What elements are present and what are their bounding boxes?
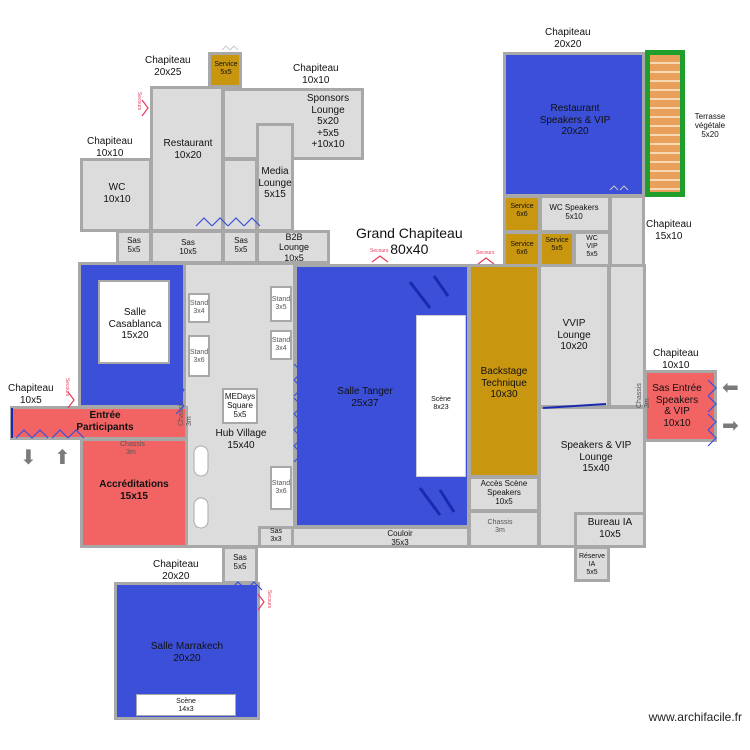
label-couloir: Couloir 35x3: [387, 529, 413, 548]
label-backstage: Backstage Technique 10x30: [480, 366, 528, 400]
label-sas-d: Sas 5x5: [233, 553, 247, 572]
label-wc-left: WC 10x10: [103, 182, 131, 205]
label-chapiteau-10x10-top: Chapiteau 10x10: [293, 63, 339, 86]
label-sas-c: Sas 5x5: [234, 236, 248, 255]
label-wc-speakers: WC Speakers 5x10: [549, 203, 599, 222]
door-icon: [141, 99, 149, 117]
terrasse-vegetale: [645, 50, 685, 197]
label-stand-3x5: Stand 3x5: [271, 296, 291, 312]
label-restaurant-speakers: Restaurant Speakers & VIP 20x20: [539, 103, 611, 137]
right-strip-room: [609, 195, 645, 267]
arrow-left-icon: ⬅: [722, 377, 739, 399]
scene-8x23: [416, 315, 466, 477]
label-medays-square: MEDays Square 5x5: [224, 392, 256, 420]
label-chapiteau-20x20-top: Chapiteau 20x20: [545, 27, 591, 50]
secours-label: Secours: [266, 589, 273, 609]
label-accreditations: Accréditations 15x15: [99, 479, 169, 502]
stand-3x6-a: [188, 335, 210, 377]
label-media-lounge: Media Lounge 5x15: [258, 166, 292, 200]
label-reserve-ia: Réserve IA 5x5: [578, 553, 606, 577]
restaurant-speakers-room: [503, 52, 645, 197]
right-col-room: [608, 264, 646, 408]
casablanca-inner: [98, 280, 170, 364]
label-sas-entree: Sas Entrée Speakers & VIP 10x10: [652, 383, 702, 429]
label-sas-b: Sas 10x5: [179, 238, 197, 257]
label-service-6x6-b: Service 6x6: [510, 241, 534, 257]
label-restaurant: Restaurant 10x20: [163, 138, 213, 161]
label-chassis: Chassis 3m: [120, 441, 145, 457]
label-scene-8x23: Scène 8x23: [431, 396, 451, 412]
stand-3x5: [270, 286, 292, 322]
label-wc-vip: WC VIP 5x5: [586, 235, 598, 259]
backstage-room: [468, 264, 540, 478]
secours-label: Secours: [476, 250, 495, 256]
label-chapiteau-10x5: Chapiteau 10x5: [8, 383, 54, 406]
sponsors-lower-room: [222, 158, 258, 232]
scene-14x3: [136, 694, 236, 716]
stand-3x6-b: [270, 466, 292, 510]
arrow-down-icon: ⬇: [20, 447, 37, 469]
label-stand-3x6-a: Stand 3x6: [189, 349, 209, 365]
medays-square: [222, 388, 258, 424]
label-salle-tanger: Salle Tanger 25x37: [337, 386, 393, 409]
label-b2b-lounge: B2B Lounge 10x5: [278, 232, 310, 263]
label-service-5x5: Service 5x5: [214, 61, 238, 77]
label-chapiteau-20x20-bottom: Chapiteau 20x20: [153, 559, 199, 582]
reserve-ia-room: [574, 546, 610, 582]
label-entree-participants: Entrée Participants: [76, 410, 134, 433]
bureau-ia-room: [574, 512, 646, 548]
label-stand-3x4-b: Stand 3x4: [271, 337, 291, 353]
service-room: [208, 52, 242, 88]
label-chassis: Chassis 3m: [487, 519, 513, 535]
label-sas-3x3: Sas 3x3: [269, 528, 283, 544]
stand-3x4-b: [270, 330, 292, 360]
label-bureau-ia: Bureau IA 10x5: [587, 517, 633, 540]
label-service-6x6-a: Service 6x6: [510, 203, 534, 219]
door-icon: [221, 45, 239, 51]
media-lounge-room: [256, 123, 294, 232]
label-terrasse: Terrasse végétale 5x20: [694, 112, 726, 140]
label-chapiteau-10x10-left: Chapiteau 10x10: [87, 136, 133, 159]
watermark: www.archifacile.fr: [648, 710, 742, 724]
arrow-right-icon: ➡: [722, 415, 739, 437]
arrow-up-icon: ⬆: [54, 447, 71, 469]
secours-label: Secours: [64, 377, 71, 397]
b2b-lounge-room: [256, 230, 330, 264]
label-chassis: Chassis 3m: [636, 383, 651, 409]
label-chapiteau-20x25: Chapiteau 20x25: [145, 55, 191, 78]
label-vvip-lounge: VVIP Lounge 10x20: [557, 318, 591, 352]
label-stand-3x6-b: Stand 3x6: [271, 480, 291, 496]
sas-entree-speakers-room: [644, 370, 717, 442]
secours-label: Secours: [136, 91, 143, 111]
accreditations-room: [80, 438, 188, 548]
label-salle-marrakech: Salle Marrakech 20x20: [150, 641, 224, 664]
label-sponsors-lounge: Sponsors Lounge 5x20 +5x5 +10x10: [306, 93, 350, 150]
label-speakers-lounge: Speakers & VIP Lounge 15x40: [560, 440, 632, 474]
label-grand-chapiteau: Grand Chapiteau 80x40: [356, 225, 463, 258]
secours-label: Secours: [370, 248, 389, 254]
sas-3x3-room: [258, 526, 294, 548]
label-service-5x5-b: Service 5x5: [545, 237, 569, 253]
sas-5x5-b-room: [222, 230, 258, 264]
label-chassis: Chassis 3m: [178, 401, 193, 427]
label-sas-a: Sas 5x5: [127, 236, 141, 255]
label-chapiteau-15x10: Chapiteau 15x10: [646, 219, 692, 242]
label-acces-scene: Accès Scène Speakers 10x5: [480, 479, 528, 507]
sas-5x5-c-room: [222, 546, 258, 584]
label-casablanca: Salle Casablanca 15x20: [108, 307, 162, 341]
label-chapiteau-10x10-right: Chapiteau 10x10: [653, 348, 699, 371]
label-scene-14x3: Scène 14x3: [176, 698, 196, 714]
label-stand-3x4-a: Stand 3x4: [189, 300, 209, 316]
label-hub-village: Hub Village 15x40: [215, 428, 267, 451]
stand-3x4-a: [188, 293, 210, 323]
